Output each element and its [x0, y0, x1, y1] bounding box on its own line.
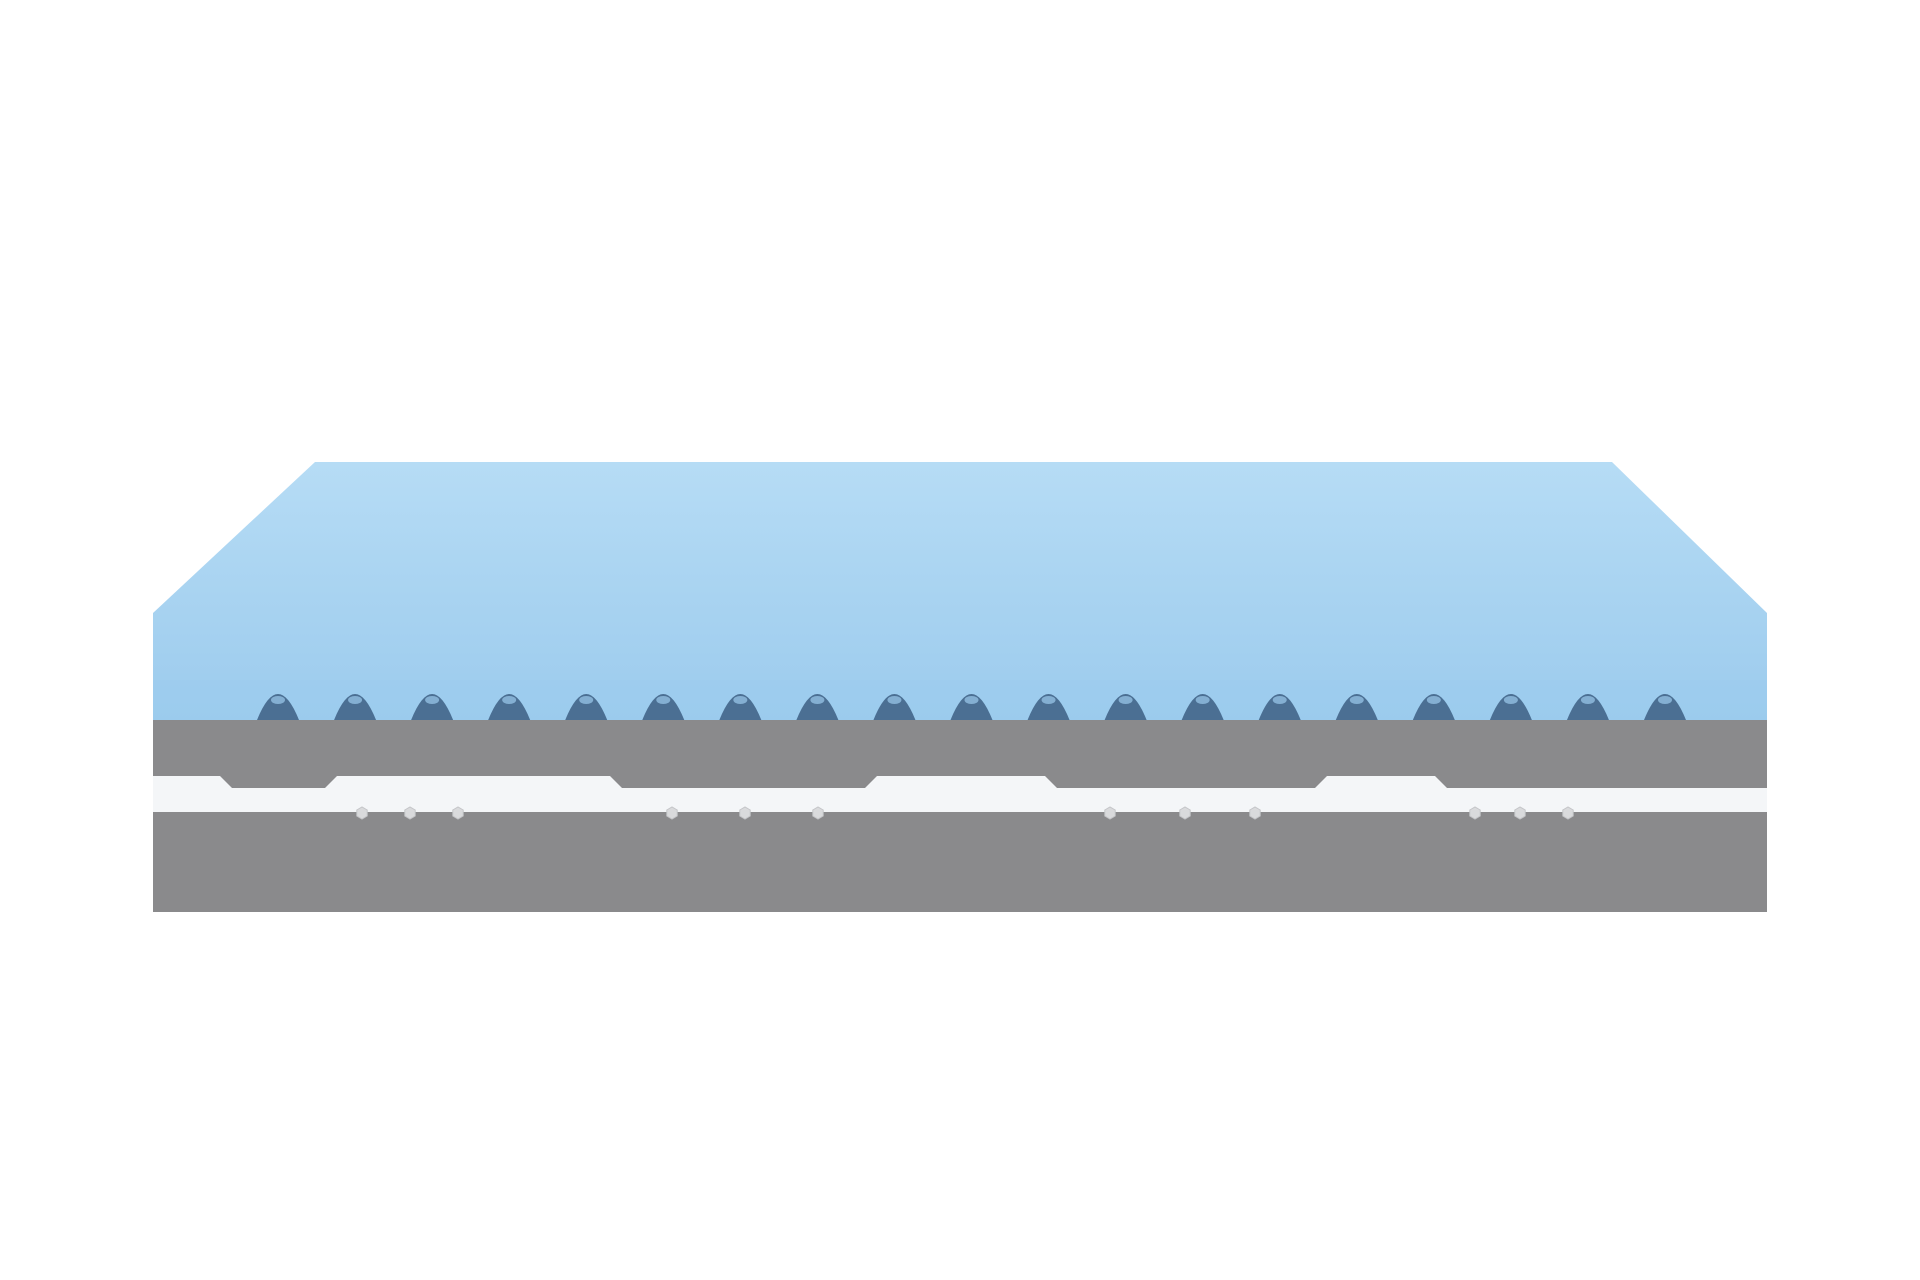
wave-cap-15 [1426, 696, 1441, 704]
hole-0-1 [404, 806, 416, 820]
wave-15 [1412, 694, 1455, 720]
hole-2-1 [1179, 806, 1191, 820]
wave-16 [1489, 694, 1532, 720]
hole-1-1 [739, 806, 751, 820]
wave-cap-9 [964, 696, 979, 704]
wave-edge [257, 694, 1686, 720]
wave-cap-18 [1658, 696, 1672, 704]
wave-1 [334, 694, 377, 720]
wave-cap-1 [348, 696, 363, 704]
wave-cap-10 [1041, 696, 1056, 704]
hole-1-2 [812, 806, 824, 820]
wave-5 [642, 694, 685, 720]
wave-11 [1104, 694, 1147, 720]
wave-cap-14 [1349, 696, 1364, 704]
wave-14 [1335, 694, 1378, 720]
wave-cap-2 [425, 696, 440, 704]
top-foam-layer [153, 462, 1767, 720]
lower-base-block [153, 812, 1767, 912]
wave-9 [950, 694, 993, 720]
wave-4 [565, 694, 608, 720]
wave-2 [411, 694, 454, 720]
wave-cap-13 [1272, 696, 1287, 704]
wave-cap-3 [502, 696, 517, 704]
wave-3 [488, 694, 531, 720]
wave-cap-11 [1118, 696, 1133, 704]
wave-13 [1258, 694, 1301, 720]
hole-3-0 [1469, 806, 1481, 820]
wave-8 [873, 694, 916, 720]
wave-cap-17 [1580, 696, 1595, 704]
hole-2-2 [1249, 806, 1261, 820]
wave-cap-6 [733, 696, 748, 704]
lower-base-layer [153, 812, 1767, 912]
wave-7 [796, 694, 839, 720]
wave-17 [1566, 694, 1609, 720]
wave-cap-12 [1195, 696, 1210, 704]
hole-1-0 [666, 806, 678, 820]
wave-cap-0 [271, 696, 285, 704]
wave-cap-4 [579, 696, 594, 704]
wave-6 [719, 694, 762, 720]
hole-3-1 [1514, 806, 1526, 820]
wave-cap-8 [887, 696, 902, 704]
wave-18 [1644, 694, 1686, 720]
hole-0-2 [452, 806, 464, 820]
wave-cap-5 [656, 696, 671, 704]
wave-cap-16 [1503, 696, 1518, 704]
wave-0 [257, 694, 299, 720]
wave-10 [1027, 694, 1070, 720]
top-slab [153, 462, 1767, 720]
ventilation-holes [356, 806, 1574, 820]
hole-0-0 [356, 806, 368, 820]
hole-2-0 [1104, 806, 1116, 820]
hole-3-2 [1562, 806, 1574, 820]
wave-cap-7 [810, 696, 825, 704]
wave-12 [1181, 694, 1224, 720]
